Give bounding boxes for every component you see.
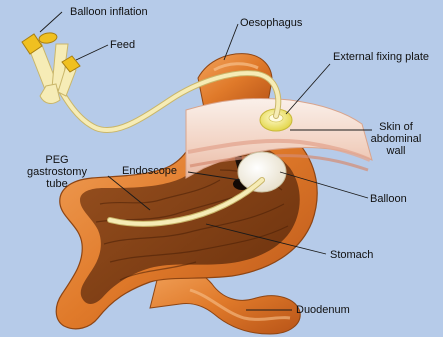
label-skin-line3: wall — [368, 145, 424, 157]
label-balloon: Balloon — [370, 193, 407, 205]
label-external-fixing-plate: External fixing plate — [333, 51, 429, 63]
label-skin-of-abdominal-wall: Skin of abdominal wall — [368, 121, 424, 157]
label-skin-line1: Skin of — [368, 121, 424, 133]
label-duodenum: Duodenum — [296, 304, 350, 316]
label-endoscope: Endoscope — [122, 165, 177, 177]
label-peg-gastrostomy-tube: PEG gastrostomy tube — [2, 154, 112, 190]
label-stomach: Stomach — [330, 249, 373, 261]
label-feed: Feed — [110, 39, 135, 51]
label-skin-line2: abdominal — [368, 133, 424, 145]
label-peg-line1: PEG — [2, 154, 112, 166]
label-peg-line2: gastrostomy — [2, 166, 112, 178]
label-peg-line3: tube — [2, 178, 112, 190]
balloon-shape — [238, 152, 286, 192]
label-balloon-inflation: Balloon inflation — [70, 6, 148, 18]
label-oesophagus: Oesophagus — [240, 17, 302, 29]
